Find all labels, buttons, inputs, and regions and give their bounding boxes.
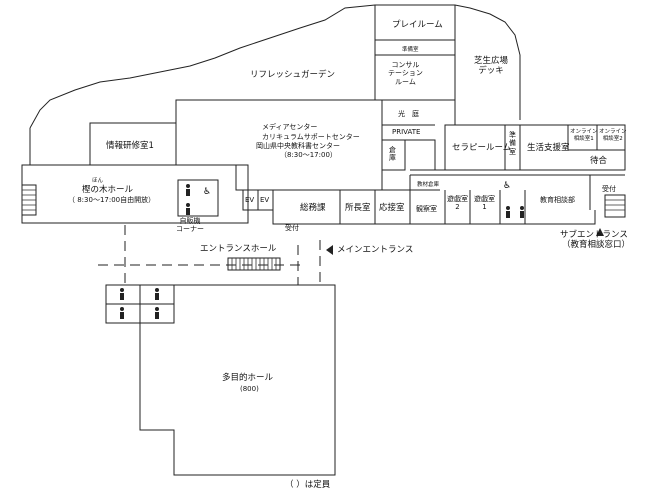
ev-1-label: EV (245, 196, 255, 204)
accessible-icon-right: ♿ (503, 181, 511, 191)
media-hours-label: （8:30～17:00） (280, 151, 337, 159)
ev-2-label: EV (260, 196, 270, 204)
footnote-label: （ ）は定員 (285, 480, 331, 490)
right-lower-wall (409, 174, 625, 225)
left-wing-wall (29, 128, 90, 166)
consult-room-label: コンサルテーションルーム (388, 61, 423, 86)
entrance-arrow (326, 245, 333, 255)
main-entrance-label: メインエントランス (337, 245, 414, 255)
life-support-label: 生活支援室 (527, 143, 570, 153)
director-label: 所長室 (345, 203, 371, 213)
front-desk-right-label: 受付 (602, 185, 616, 193)
online-2-label: オンライン相談室2 (599, 129, 627, 142)
general-affairs-label: 総務課 (300, 203, 326, 213)
refresh-garden-label: リフレッシュガーデン (250, 70, 336, 80)
front-desk-label: 受付 (285, 224, 299, 232)
right-stairs (604, 194, 626, 218)
multi-hall-wall (139, 284, 336, 476)
tree-hall-ruby: ほん (92, 178, 104, 184)
curriculum-center-label: カリキュラムサポートセンター (262, 133, 360, 141)
refresh-garden-outline (29, 4, 521, 129)
toilet-block-left (177, 179, 219, 217)
right-wing-wall (410, 124, 626, 171)
entrance-stairs (227, 257, 281, 271)
accessible-icon: ♿ (203, 187, 211, 197)
observation-label: 観察室 (416, 205, 437, 213)
sub-entrance-arrow (596, 228, 604, 236)
prep-room-right-label: 準備室 (509, 131, 516, 156)
prep-room-top-label: 準備室 (402, 47, 419, 53)
media-center-label: メディアセンター (262, 123, 318, 131)
tree-hall-hours-label: （ 8:30～17:00自由開放） (68, 196, 156, 204)
light-court-label: 光 庭 (398, 110, 419, 118)
therapy-room-label: セラピールーム (452, 143, 512, 153)
top-rooms-wall (374, 5, 520, 126)
private-label: PRIVATE (392, 128, 421, 136)
info-training-label: 情報研修室1 (106, 141, 154, 151)
waiting-label: 待合 (590, 156, 608, 166)
tree-hall-room (21, 164, 249, 224)
sub-entrance-label: サブエントランス (560, 230, 628, 240)
corridor-dashes (98, 225, 321, 286)
vending-label: 自販機コーナー (176, 217, 204, 234)
multi-hall-label: 多目的ホール (222, 373, 274, 383)
lawn-deck-label: 芝生広場デッキ (474, 56, 509, 77)
play-room-label: プレイルーム (392, 20, 443, 30)
light-court-wall (382, 99, 456, 171)
storage-badge-label: 教材倉庫 (417, 182, 440, 188)
sub-entrance-note-label: （教育相談窓口） (562, 240, 631, 250)
warehouse-label: 倉庫 (389, 146, 396, 163)
entrance-hall-label: エントランスホール (200, 244, 277, 254)
multi-hall-capacity-label: (800) (240, 385, 259, 393)
tree-hall-label: 樫の木ホール (82, 185, 134, 195)
education-support-label: 教育相談部 (540, 196, 575, 204)
textbook-center-label: 岡山県中央教科書センター (256, 142, 340, 150)
online-1-label: オンライン相談室1 (570, 129, 598, 142)
reception-room-label: 応接室 (379, 203, 405, 213)
